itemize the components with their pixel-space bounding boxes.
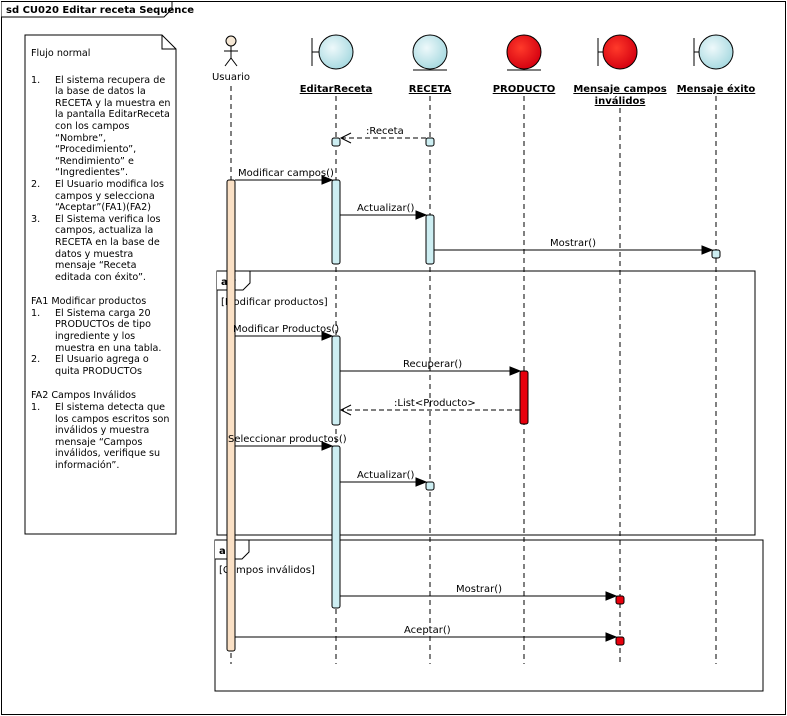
msg-aceptar-arrow	[605, 632, 618, 642]
label-seleccionar-productos: Seleccionar productos()	[228, 434, 347, 445]
note-fa2-item: 1.El sistema detecta que los campos escr…	[31, 402, 170, 471]
label-mensaje-exito: Mensaje éxito	[677, 83, 756, 95]
msg-actualizar-1-arrow	[415, 210, 428, 220]
frame-title-tab	[1, 1, 173, 18]
msg-receta-return-arrow	[339, 132, 352, 144]
alt-fragment-2	[214, 539, 764, 692]
msg-mostrar-1-arrow	[701, 245, 714, 255]
activation-receta-top	[425, 137, 435, 147]
note-flujo-item: 2.El Usuario modifica los campos y selec…	[31, 178, 165, 214]
note-fa2-title: FA2 Campos Inválidos	[31, 390, 137, 402]
frame-title: sd CU020 Editar receta Sequence	[6, 5, 194, 16]
activation-editar-receta-1	[331, 179, 341, 265]
note-box	[24, 34, 177, 535]
label-modificar-campos: Modificar campos()	[238, 168, 334, 179]
entity-producto	[506, 34, 542, 71]
activation-producto	[519, 370, 529, 425]
msg-modificar-productos-arrow	[321, 331, 334, 341]
actor-head	[225, 35, 237, 47]
activation-mensaje-exito	[711, 249, 721, 259]
label-receta-return: :Receta	[366, 126, 404, 137]
label-mensaje-campos-2: inválidos	[595, 95, 646, 107]
label-actualizar-2: Actualizar()	[357, 470, 414, 481]
label-mostrar-1: Mostrar()	[550, 238, 596, 249]
activation-receta-2	[425, 481, 435, 491]
activation-editar-receta-top	[331, 137, 341, 147]
note-flujo-list: 1.El sistema recupera de la base de dato…	[31, 75, 173, 284]
note-fa2-list: 1.El sistema detecta que los campos escr…	[31, 402, 173, 472]
alt-1-guard: [Modificar productos]	[221, 297, 328, 308]
label-recuperar: Recuperar()	[403, 359, 462, 370]
activation-receta-1	[425, 214, 435, 265]
msg-recuperar-arrow	[509, 366, 522, 376]
note-fa1-item: 2.El Usuario agrega o quita PRODUCTOs	[31, 354, 149, 377]
note-fa1-title: FA1 Modificar productos	[31, 296, 147, 308]
alt-2-guard: [Campos inválidos]	[219, 564, 315, 576]
msg-mostrar-2-arrow	[605, 591, 618, 601]
activation-usuario	[226, 179, 236, 652]
msg-seleccionar-productos-arrow	[321, 441, 334, 451]
label-editar-receta: EditarReceta	[300, 84, 373, 95]
label-actualizar-1: Actualizar()	[357, 203, 414, 214]
note-flujo-item: 1.El sistema recupera de la base de dato…	[31, 74, 171, 179]
boundary-mensaje-campos	[597, 34, 638, 70]
msg-modificar-campos-arrow	[321, 175, 334, 185]
actor-label: Usuario	[212, 72, 250, 83]
label-receta: RECETA	[409, 84, 452, 95]
label-modificar-productos: Modificar Productos()	[233, 324, 339, 335]
boundary-editar-receta	[311, 34, 354, 70]
note-flujo-title: Flujo normal	[31, 48, 91, 59]
label-producto: PRODUCTO	[493, 84, 556, 95]
actor-usuario	[224, 35, 238, 67]
activation-mensaje-campos-2	[615, 636, 625, 646]
label-mostrar-2: Mostrar()	[456, 584, 502, 595]
note-fa1-item: 1.El Sistema carga 20 PRODUCTOs de tipo …	[31, 307, 162, 354]
msg-actualizar-2-arrow	[415, 477, 428, 487]
note-fa1-list: 1.El Sistema carga 20 PRODUCTOs de tipo …	[31, 308, 173, 378]
label-mensaje-campos-1: Mensaje campos	[573, 84, 666, 95]
alt-fragment-1	[216, 270, 756, 536]
label-list-producto: :List<Producto>	[394, 398, 476, 409]
activation-editar-receta-2	[331, 335, 341, 426]
note-flujo-item: 3.El Sistema verifica los campos, actual…	[31, 213, 161, 283]
boundary-mensaje-exito	[693, 34, 734, 70]
label-aceptar: Aceptar()	[404, 625, 451, 636]
entity-receta	[412, 34, 448, 71]
note-text: Flujo normal 1.El sistema recupera de la…	[31, 48, 173, 472]
activation-editar-receta-3	[331, 445, 341, 609]
msg-list-producto-arrow	[339, 404, 352, 416]
note-fold	[161, 35, 176, 50]
activation-mensaje-campos-1	[615, 595, 625, 605]
